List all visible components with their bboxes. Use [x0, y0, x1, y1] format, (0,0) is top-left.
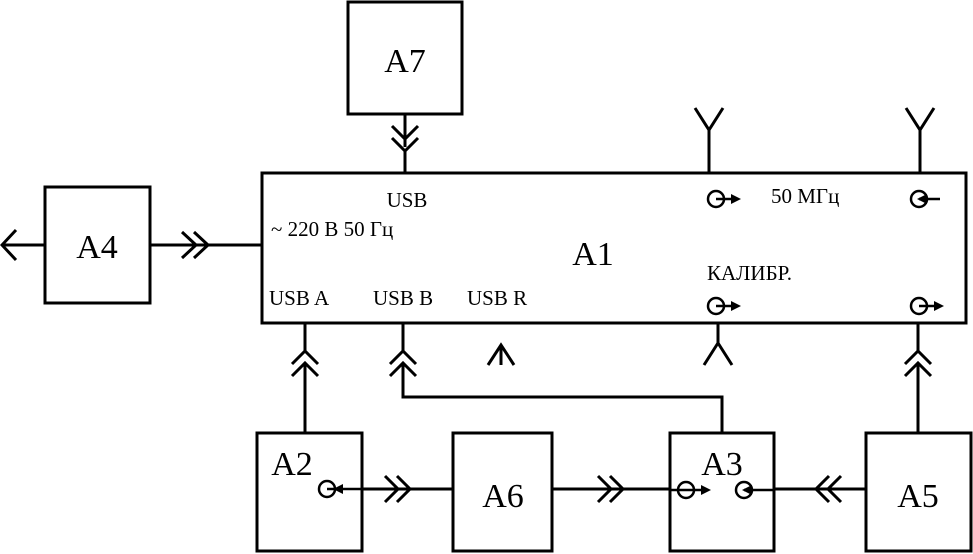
block-a6 — [451, 431, 554, 553]
port-a3-in-left-icon — [670, 480, 711, 500]
label-a1: A1 — [572, 236, 614, 273]
connector-a5-a3-icon — [813, 474, 843, 504]
connector-a3-a1-icon — [388, 323, 418, 378]
label-a2: A2 — [271, 446, 313, 483]
label-a4: A4 — [76, 229, 118, 266]
label-usb-r: USB R — [467, 286, 527, 310]
label-freq-50mhz: 50 МГц — [771, 184, 839, 208]
antenna-right-icon — [904, 107, 936, 173]
connector-a2-a6-icon — [383, 474, 413, 504]
label-a3: A3 — [701, 446, 743, 483]
connector-a5-a1-icon — [903, 323, 933, 378]
label-mains-power: ~ 220 В 50 Гц — [271, 217, 393, 241]
port-out-top-left-icon — [706, 189, 741, 209]
block-a5 — [864, 431, 973, 553]
port-in-top-right-icon — [909, 189, 940, 209]
port-a2-out-icon — [317, 479, 362, 499]
block-a1 — [260, 171, 968, 325]
label-calib: КАЛИБР. — [707, 261, 792, 285]
usb-r-connector-icon — [486, 342, 516, 366]
label-usb-a: USB A — [269, 286, 330, 310]
arrow-left-icon — [0, 228, 18, 262]
antenna-calib-icon — [702, 323, 734, 366]
label-a7: A7 — [384, 43, 426, 80]
block-a7 — [346, 0, 464, 116]
port-out-bottom-right-icon — [909, 296, 944, 316]
connector-a4-a1-icon — [180, 230, 211, 260]
port-calib-out-icon — [706, 296, 741, 316]
block-a4 — [43, 185, 152, 305]
label-a5: A5 — [897, 478, 939, 515]
block-a3 — [668, 431, 776, 553]
connector-a7-a1-icon — [390, 124, 420, 173]
label-usb-top: USB — [387, 188, 428, 212]
port-a3-in-right-icon — [734, 480, 774, 500]
line-a3-a1 — [401, 365, 724, 433]
label-a6: A6 — [482, 478, 524, 515]
connector-a2-a1-icon — [290, 323, 320, 378]
antenna-left-icon — [693, 107, 725, 173]
label-usb-b: USB B — [373, 286, 433, 310]
connector-a6-a3-icon — [596, 474, 626, 504]
block-a2 — [255, 431, 364, 553]
